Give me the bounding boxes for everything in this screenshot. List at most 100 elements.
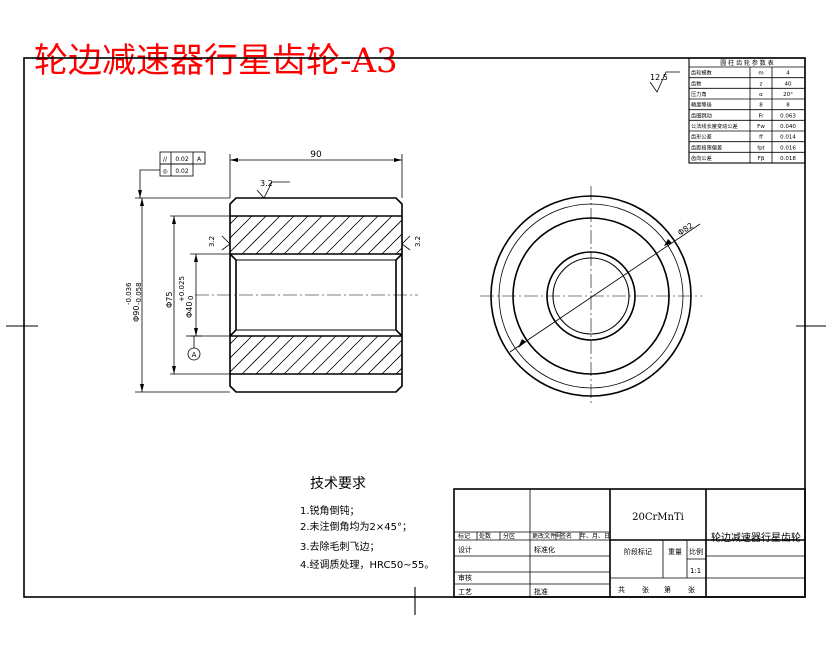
param-symbol: ff	[759, 135, 763, 141]
param-symbol: 8	[759, 103, 763, 109]
param-table-header: 圆 柱 齿 轮 参 数 表	[720, 59, 773, 67]
svg-text:0.02: 0.02	[175, 168, 189, 175]
param-value: 8	[786, 103, 790, 109]
svg-text:年、月、日: 年、月、日	[580, 532, 610, 540]
hatch-line	[367, 219, 402, 254]
param-symbol: Fw	[757, 124, 765, 130]
param-value: 0.018	[780, 156, 796, 162]
svg-text:重量: 重量	[668, 548, 682, 556]
param-symbol: z	[760, 81, 763, 87]
end-view: Φ82	[480, 186, 702, 406]
roughness-face-left: 3.2	[208, 235, 231, 251]
svg-text:12.5: 12.5	[650, 73, 668, 82]
svg-text:签名: 签名	[560, 532, 572, 540]
svg-text:第: 第	[664, 585, 671, 594]
hatch-line	[438, 216, 476, 254]
hatch-line	[230, 216, 267, 253]
drawing-frame	[23, 57, 806, 598]
hatch-line	[230, 216, 239, 225]
dim-bore-dia: Φ40	[185, 302, 194, 318]
section-view: 90 3.2 3.2 3.2 Φ90 -0.036 -0.058 Φ75	[125, 150, 476, 393]
svg-text:标记: 标记	[458, 532, 470, 540]
svg-text:A: A	[197, 156, 202, 163]
dim-bore-tol-upper: +0.025	[178, 276, 186, 302]
tech-item: 1.锐角倒钝；	[300, 504, 360, 517]
svg-text:审核: 审核	[458, 573, 472, 582]
hatch-line	[438, 336, 476, 374]
hatch-line	[269, 336, 309, 374]
hatch-line	[269, 216, 309, 254]
param-value: 40	[785, 81, 792, 87]
svg-text:批准: 批准	[534, 587, 548, 596]
param-name: 齿数	[691, 79, 702, 87]
tolerance-frame: // 0.02 A ◎ 0.02	[138, 151, 206, 198]
param-value: 0.040	[780, 124, 796, 130]
hatch-line	[339, 216, 379, 254]
hatch-line	[283, 336, 323, 374]
dim-outer-dia: Φ90	[132, 306, 141, 322]
technical-requirements: 技术要求 1.锐角倒钝； 2.未注倒角均为2×45°； 3.去除毛刺飞边； 4.…	[300, 476, 434, 571]
hatch-line	[255, 336, 295, 374]
param-value: 0.014	[780, 135, 796, 141]
svg-text://: //	[163, 156, 168, 163]
hatch-line	[381, 353, 402, 374]
hatch-line	[325, 216, 365, 254]
param-name: 公法线长度变动公差	[691, 122, 738, 130]
hatch-line	[353, 336, 393, 374]
param-value: 0.063	[780, 113, 796, 119]
param-symbol: α	[759, 92, 763, 98]
dim-length: 90	[310, 150, 322, 160]
param-symbol: fpt	[757, 145, 765, 151]
hatch-line	[297, 336, 337, 374]
tech-item: 2.未注倒角均为2×45°；	[300, 520, 412, 533]
svg-text:阶段标记: 阶段标记	[624, 547, 652, 556]
param-symbol: Fr	[758, 113, 764, 119]
svg-text:分区: 分区	[503, 532, 515, 540]
hatch-line	[311, 336, 351, 374]
dim-outer-tol-lower: -0.058	[135, 282, 143, 305]
param-value: 4	[786, 71, 790, 77]
hatch-line	[230, 336, 239, 345]
general-roughness-symbol: 12.5	[649, 71, 680, 93]
title-block: 20CrMnTi 轮边减速器行星齿轮 标记 处数 分区 更改文件号 签名 年、月…	[453, 488, 806, 598]
param-name: 齿轮模数	[691, 69, 713, 77]
param-value: 0.016	[780, 145, 796, 151]
material: 20CrMnTi	[632, 512, 684, 523]
svg-text:3.2: 3.2	[414, 236, 422, 247]
param-name: 齿形公差	[691, 133, 712, 141]
dim-pitch-dia: Φ82	[676, 221, 695, 238]
drawing-title: 轮边减速器行星齿轮-A3	[34, 41, 398, 81]
hatch-line	[241, 216, 281, 254]
hatch-line	[410, 336, 448, 374]
param-symbol: Fβ	[758, 156, 765, 162]
svg-text:更改文件号: 更改文件号	[532, 532, 562, 540]
param-name: 压力角	[691, 90, 707, 98]
tech-item: 3.去除毛刺飞边；	[300, 540, 380, 553]
hatch-line	[424, 336, 462, 374]
param-value: 20°	[783, 92, 793, 98]
hatch-line	[311, 216, 351, 254]
hatch-line	[353, 216, 393, 254]
param-symbol: m	[758, 71, 763, 77]
svg-text:3.2: 3.2	[208, 236, 216, 247]
tech-item: 4.经调质处理，HRC50~55。	[300, 558, 434, 571]
svg-text:A: A	[192, 351, 197, 359]
hatch-line	[241, 336, 281, 374]
svg-text:设计: 设计	[458, 545, 472, 554]
tech-heading: 技术要求	[310, 476, 366, 492]
hatch-line	[230, 336, 253, 359]
svg-text:0.02: 0.02	[175, 156, 189, 163]
dim-mid-dia: Φ75	[165, 292, 174, 308]
hatch-line	[339, 336, 379, 374]
datum-a: A	[186, 335, 202, 361]
svg-text:1:1: 1:1	[690, 567, 701, 575]
svg-text:◎: ◎	[162, 168, 167, 175]
part-name: 轮边减速器行星齿轮	[711, 531, 801, 544]
param-name: 齿圈跳动	[691, 111, 712, 119]
hatch-line	[410, 216, 448, 254]
hatch-line	[424, 216, 462, 254]
svg-text:共: 共	[618, 585, 625, 594]
roughness-face-right: 3.2	[401, 235, 422, 251]
